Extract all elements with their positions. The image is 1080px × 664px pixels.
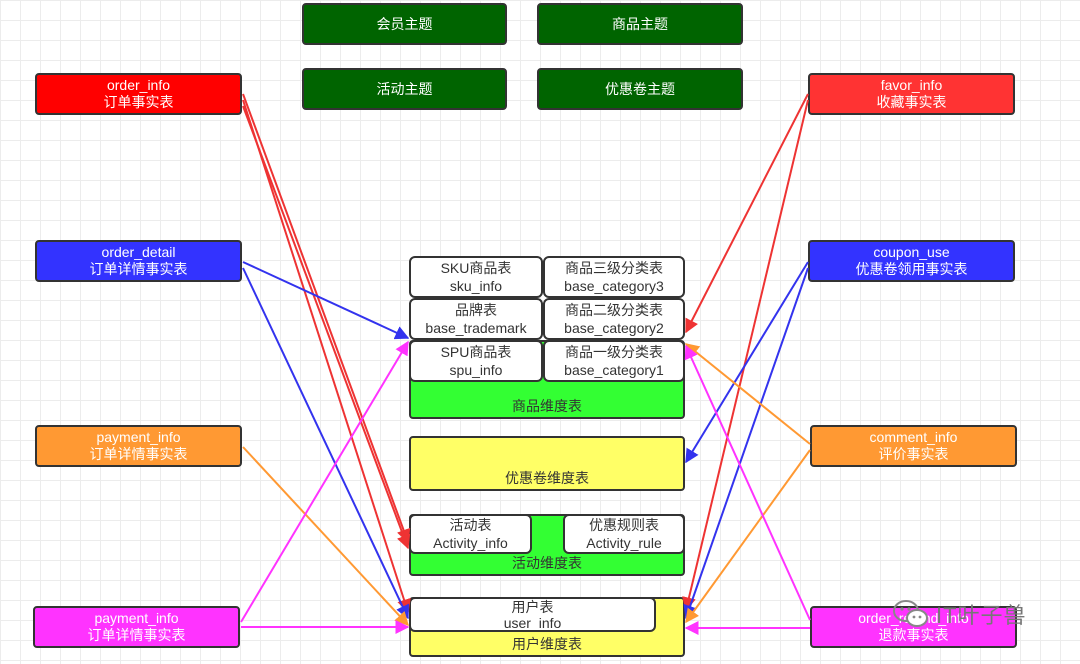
arrow-comment-to-user [685,449,811,624]
arrow-order-detail-to-user [242,267,409,620]
arrow-order-info-to-activity-2 [242,105,411,550]
arrow-refund-to-product [684,344,811,621]
arrow-order-info-to-activity [242,93,411,544]
theme-activity: 活动主题 [302,68,507,110]
arrow-favor-info-to-category2 [685,93,809,334]
arrow-order-info-to-user [242,99,411,614]
theme-member: 会员主题 [302,3,507,45]
arrow-order-detail-to-product [242,261,410,340]
arrow-favor-info-to-user [682,99,809,612]
arrow-coupon-use-to-user [683,267,809,620]
watermark: IT叶子兽 [892,598,1027,630]
theme-coupon: 优惠卷主题 [537,68,743,110]
watermark-text: IT叶子兽 [936,603,1027,628]
arrow-comment-to-product [684,343,811,445]
theme-product: 商品主题 [537,3,743,45]
arrow-payment-orange-to-user [242,446,409,627]
wechat-icon [893,600,928,627]
group-coupon-dimension: 优惠卷维度表 [409,436,685,491]
arrow-payment-magenta-to-product [240,340,409,623]
arrow-coupon-use-to-coupon [685,261,809,464]
